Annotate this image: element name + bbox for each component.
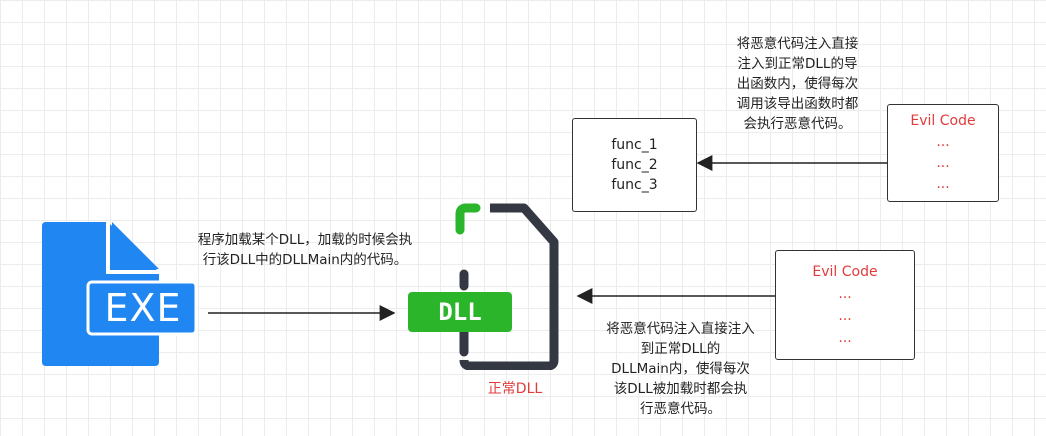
func-2-label: func_2 <box>611 157 658 173</box>
bottom-note-line-1: 将恶意代码注入直接注入 <box>606 321 755 337</box>
evil-bottom-dots-2: ... <box>838 308 852 324</box>
func-3-label: func_3 <box>611 177 658 193</box>
exe-to-dll-text: 程序加载某个DLL，加载的时候会执 行该DLL中的DLLMain内的代码。 <box>160 230 450 270</box>
export-functions-box: func_1 func_2 func_3 <box>572 118 697 212</box>
evil-code-box-bottom: Evil Code ... ... ... <box>775 250 915 360</box>
bottom-note-line-4: 该DLL被加载时都会执 <box>613 381 748 397</box>
evil-bottom-title: Evil Code <box>812 264 878 280</box>
dll-caption: 正常DLL <box>487 381 543 397</box>
evil-top-dots-2: ... <box>936 155 950 171</box>
evil-bottom-dots-3: ... <box>838 330 852 346</box>
dll-file-icon: DLL <box>402 202 562 371</box>
exe-icon-shape <box>42 222 198 366</box>
exe-file-icon: EXE <box>42 222 202 366</box>
top-note-line-4: 调用该导出函数时都 <box>736 96 859 112</box>
bottom-note-line-2: 到正常DLL的 <box>640 341 721 357</box>
evil-top-dots-1: ... <box>936 134 950 150</box>
dllmain-injection-note: 将恶意代码注入直接注入 到正常DLL的 DLLMain内，使得每次 该DLL被加… <box>578 319 783 419</box>
bottom-note-line-3: DLLMain内，使得每次 <box>611 361 750 377</box>
dll-icon-shape <box>408 203 559 371</box>
evil-top-dots-3: ... <box>936 176 950 192</box>
evil-bottom-dots-1: ... <box>838 286 852 302</box>
exe-to-dll-text-line-1: 程序加载某个DLL，加载的时候会执 <box>197 232 413 248</box>
evil-top-title: Evil Code <box>910 113 976 129</box>
dll-label: DLL <box>438 298 482 326</box>
top-note-line-3: 出函数内，使得每次 <box>736 76 859 92</box>
top-note-line-2: 注入到正常DLL的导 <box>737 56 858 72</box>
func-1-label: func_1 <box>611 137 658 153</box>
bottom-note-line-5: 行恶意代码。 <box>640 401 721 417</box>
top-note-line-1: 将恶意代码注入直接 <box>736 36 859 52</box>
evil-code-box-top: Evil Code ... ... ... <box>887 104 999 202</box>
exe-to-dll-text-line-2: 行该DLL中的DLLMain内的代码。 <box>202 252 408 268</box>
exe-label: EXE <box>104 286 182 330</box>
export-injection-note: 将恶意代码注入直接 注入到正常DLL的导 出函数内，使得每次 调用该导出函数时都… <box>710 34 885 134</box>
top-note-line-5: 会执行恶意代码。 <box>743 116 852 132</box>
